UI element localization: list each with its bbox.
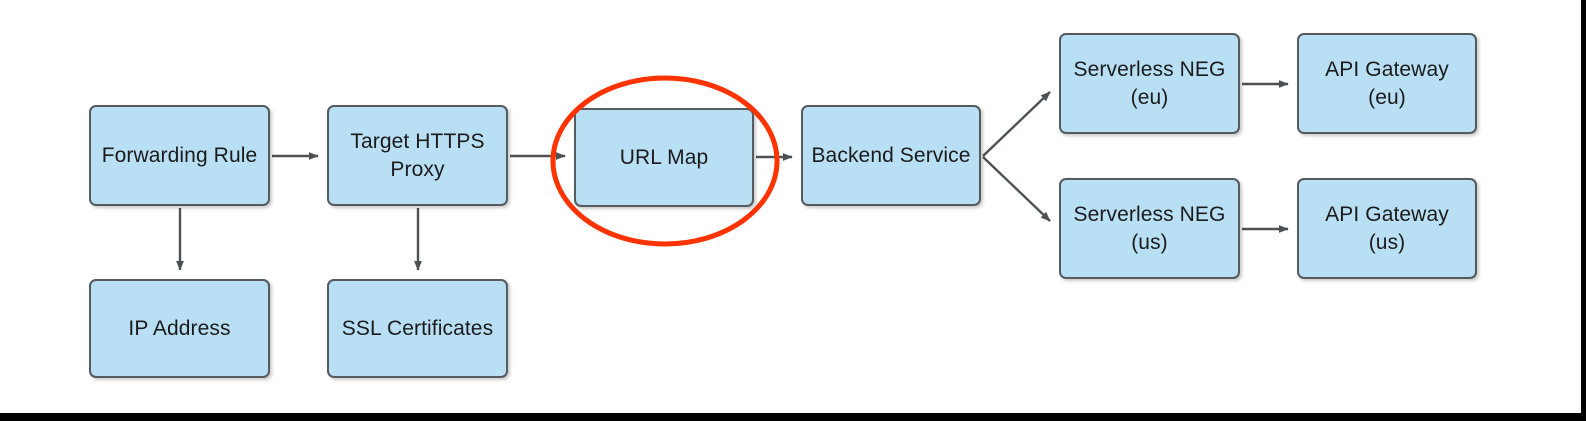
node-ssl-certificates-label: SSL Certificates: [341, 316, 494, 340]
node-serverless-neg-us-label: Serverless NEG (us): [1073, 203, 1226, 254]
edge-backend-to-neg-us: [982, 156, 1051, 222]
edge-backend-to-neg-eu: [982, 91, 1051, 157]
node-ssl-certificates[interactable]: SSL Certificates: [327, 279, 508, 378]
node-target-https-proxy[interactable]: Target HTTPS Proxy: [327, 105, 508, 206]
node-ip-address[interactable]: IP Address: [89, 279, 270, 378]
node-target-https-proxy-label: Target HTTPS Proxy: [350, 130, 485, 181]
node-backend-service-label: Backend Service: [811, 143, 971, 167]
node-ip-address-label: IP Address: [128, 316, 231, 340]
frame-right-bar: [1581, 0, 1586, 421]
node-api-gateway-eu-label: API Gateway (eu): [1325, 58, 1449, 109]
node-url-map-label: URL Map: [619, 145, 709, 169]
node-url-map[interactable]: URL Map: [574, 108, 754, 207]
node-serverless-neg-us[interactable]: Serverless NEG (us): [1059, 178, 1240, 279]
node-forwarding-rule-label: Forwarding Rule: [101, 143, 258, 167]
node-backend-service[interactable]: Backend Service: [801, 105, 981, 206]
node-serverless-neg-eu[interactable]: Serverless NEG (eu): [1059, 33, 1240, 134]
frame-bottom-bar: [0, 413, 1586, 421]
node-serverless-neg-eu-label: Serverless NEG (eu): [1073, 58, 1226, 109]
node-forwarding-rule[interactable]: Forwarding Rule: [89, 105, 270, 206]
node-api-gateway-us[interactable]: API Gateway (us): [1297, 178, 1477, 279]
node-api-gateway-eu[interactable]: API Gateway (eu): [1297, 33, 1477, 134]
node-api-gateway-us-label: API Gateway (us): [1325, 203, 1449, 254]
